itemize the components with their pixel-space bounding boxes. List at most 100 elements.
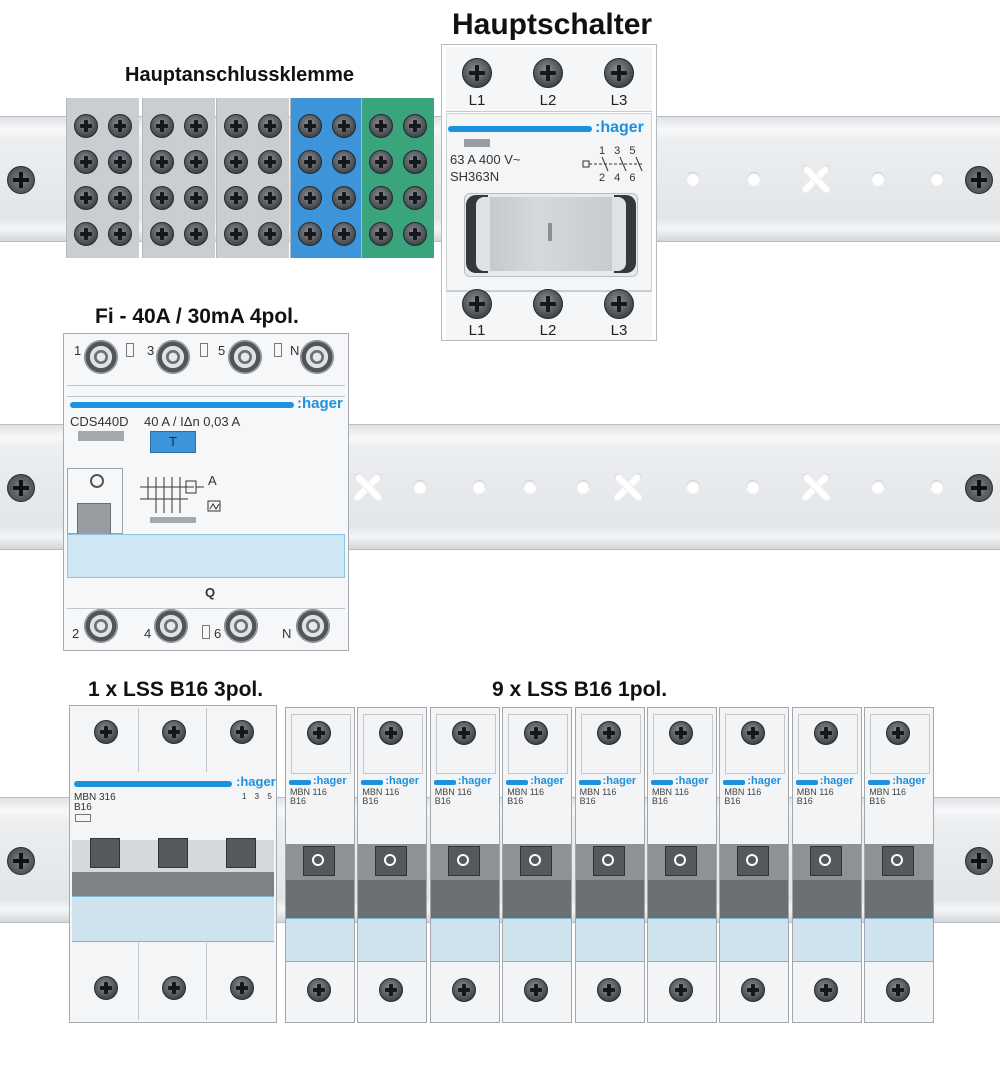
hager-logo: :hager xyxy=(675,775,709,787)
mcb1-model: MBN 116 xyxy=(869,787,907,797)
mcb1-toggle-knob[interactable] xyxy=(447,846,480,876)
hager-logo: :hager xyxy=(747,775,782,787)
mcb1-model: MBN 116 xyxy=(579,787,617,797)
mcb3-toggle-bar[interactable] xyxy=(72,872,274,896)
rail-screw-icon xyxy=(7,847,35,875)
terminal-label-bottom-l1: L1 xyxy=(468,322,486,339)
terminal-screw-icon xyxy=(403,222,427,246)
terminal-screw-icon xyxy=(332,186,356,210)
mcb1-toggle-knob[interactable] xyxy=(882,846,915,876)
mcb1-top-panel xyxy=(870,714,931,774)
rail-screw-icon xyxy=(965,847,993,875)
mcb1-toggle-knob[interactable] xyxy=(303,846,335,876)
rail-screw-icon xyxy=(965,474,993,502)
mcb3-model: MBN 316 xyxy=(74,792,116,803)
hager-logo: :hager xyxy=(530,775,564,787)
terminal-screw-icon xyxy=(184,222,208,246)
terminal-screw-icon xyxy=(604,289,634,319)
rail-slot xyxy=(800,163,832,195)
mcb1-toggle-knob[interactable] xyxy=(592,846,625,876)
terminal-screw-icon xyxy=(156,340,190,374)
mcb1-top-panel xyxy=(580,714,641,774)
hager-brand-bar xyxy=(651,780,673,785)
mcb3-knob-3[interactable] xyxy=(226,838,256,868)
mcb3-label-window xyxy=(72,896,274,942)
terminal-screw-icon xyxy=(108,114,132,138)
main-switch-rating: 63 A 400 V~ xyxy=(450,152,521,167)
mcb1-toggle-knob[interactable] xyxy=(737,846,770,876)
rcd-terminal-num: N xyxy=(290,343,300,358)
rail-hole xyxy=(930,172,944,186)
terminal-screw-icon xyxy=(224,150,248,174)
terminal-label-bottom-l2: L2 xyxy=(539,322,557,339)
terminal-screw-icon xyxy=(596,978,621,1002)
terminal-screw-icon xyxy=(184,114,208,138)
hager-brand-bar xyxy=(795,780,818,785)
hager-logo: :hager xyxy=(602,775,637,787)
terminal-screw-icon xyxy=(332,222,356,246)
terminal-screw-icon xyxy=(108,150,132,174)
hager-logo: :hager xyxy=(819,775,854,787)
terminal-screw-icon xyxy=(300,340,334,374)
rcd-terminal-num: 1 xyxy=(74,343,82,358)
mcb1-top-panel xyxy=(508,714,569,774)
mcb1-toggle-lower xyxy=(865,880,934,918)
terminal-screw-icon xyxy=(462,289,492,319)
terminal-screw-icon xyxy=(224,186,248,210)
terminal-screw-icon xyxy=(307,721,331,745)
terminal-screw-icon xyxy=(258,114,282,138)
main-switch-handle-mark xyxy=(548,223,552,241)
rail-hole xyxy=(576,480,590,494)
terminal-screw-icon xyxy=(258,222,282,246)
terminal-label-bottom-l3: L3 xyxy=(610,322,628,339)
mcb1-top-panel xyxy=(797,714,858,774)
mcb1-toggle-knob[interactable] xyxy=(520,846,553,876)
mcb3-curve: B16 xyxy=(74,802,92,813)
rail-slot xyxy=(352,471,384,503)
terminal-screw-icon xyxy=(224,222,248,246)
mcb1-label-window xyxy=(865,918,934,962)
hager-brand-bar xyxy=(289,780,311,785)
main-terminal-title: Hauptanschlussklemme xyxy=(125,64,354,86)
terminal-screw-icon xyxy=(74,150,98,174)
mcb1-toggle-knob[interactable] xyxy=(665,846,697,876)
mcb3-bottom-divider-1 xyxy=(138,940,139,1020)
mcb3-top-divider-2 xyxy=(206,708,207,772)
rcd-q-label: Q xyxy=(205,585,216,600)
rcd-toggle[interactable] xyxy=(77,503,111,537)
mcb1-model: MBN 116 xyxy=(434,787,472,797)
mcb3-bottom-divider-2 xyxy=(206,940,207,1020)
terminal-screw-icon xyxy=(258,186,282,210)
terminal-screw-icon xyxy=(298,222,322,246)
terminal-screw-icon xyxy=(669,978,693,1002)
terminal-screw-icon xyxy=(150,222,174,246)
terminal-screw-icon xyxy=(369,222,393,246)
terminal-screw-icon xyxy=(74,222,98,246)
terminal-screw-icon xyxy=(332,114,356,138)
terminal-screw-icon xyxy=(230,976,254,1000)
terminal-screw-icon xyxy=(298,114,322,138)
mcb1-toggle-knob[interactable] xyxy=(809,846,842,876)
mcb1-label-window xyxy=(503,918,572,962)
terminal-screw-icon xyxy=(403,150,427,174)
hager-brand-bar xyxy=(506,780,529,785)
mcb1-curve: B16 xyxy=(579,796,596,806)
terminal-label-top-l3: L3 xyxy=(610,92,628,109)
terminal-screw-icon xyxy=(369,114,393,138)
rcd-terminal-num: 5 xyxy=(218,343,226,358)
mcb1-curve: B16 xyxy=(869,796,886,806)
terminal-screw-icon xyxy=(258,150,282,174)
mcb1-toggle-knob[interactable] xyxy=(375,846,408,876)
mcb1-label-window xyxy=(720,918,789,962)
rcd-terminal-num: 2 xyxy=(72,626,80,641)
rcd-test-button[interactable]: T xyxy=(150,431,196,453)
mcb3-knob-1[interactable] xyxy=(90,838,120,868)
mcb3-knob-2[interactable] xyxy=(158,838,188,868)
hager-brand-bar xyxy=(723,780,746,785)
rail-hole xyxy=(746,480,760,494)
